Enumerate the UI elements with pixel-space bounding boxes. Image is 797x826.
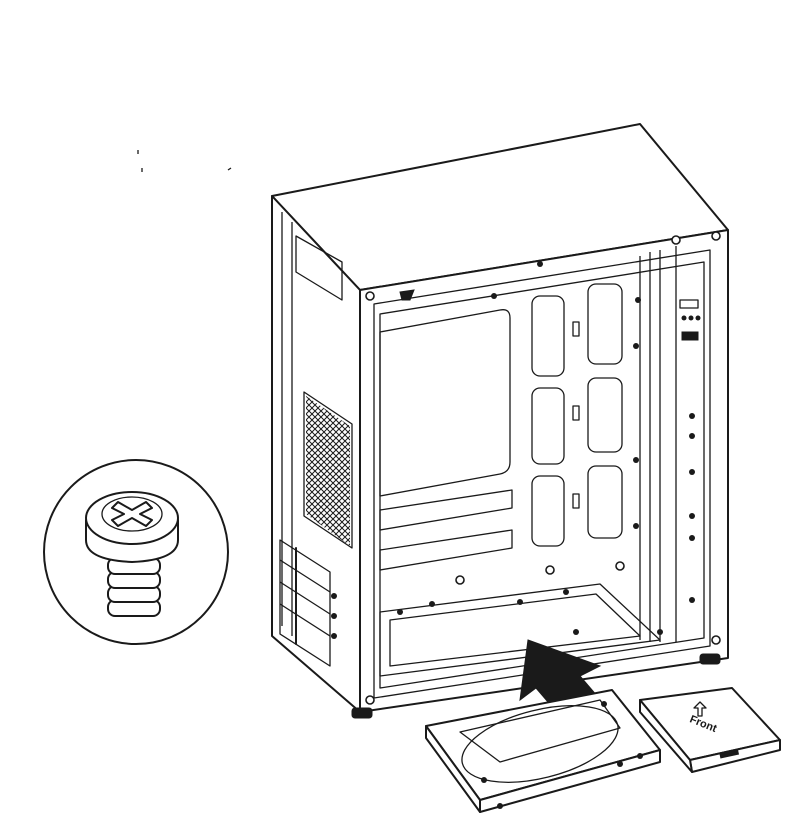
expansion-slot: [379, 529, 513, 571]
ssd-icon: Front: [639, 687, 781, 773]
hard-drive-icon: [425, 689, 661, 813]
expansion-slot: [379, 489, 513, 531]
case-foot: [699, 653, 721, 665]
motherboard-cutout: [379, 309, 511, 497]
screw-detail-callout: [43, 459, 229, 645]
audio-jack: [681, 315, 687, 321]
case-rear-face: [359, 229, 729, 713]
front-arrow-icon: [693, 701, 707, 717]
usb-port: [679, 299, 699, 309]
cable-cutouts: [531, 283, 623, 547]
case-foot: [351, 707, 373, 719]
pc-case: [271, 123, 729, 719]
drive-cage: [279, 539, 337, 667]
front-io-panel: [639, 246, 701, 642]
screw-icon: [85, 491, 179, 617]
fan-grille: [303, 391, 353, 549]
power-button: [681, 331, 699, 341]
case-screws: [365, 231, 721, 705]
